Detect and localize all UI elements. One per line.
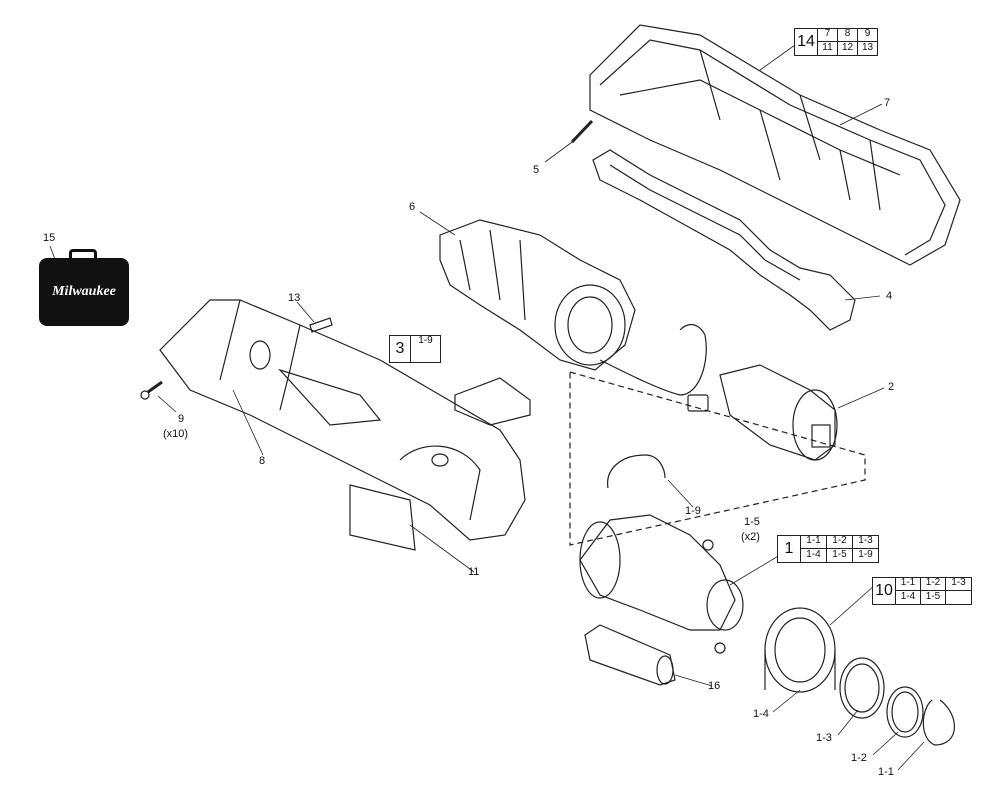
clip-part bbox=[607, 454, 666, 489]
kit-box-10-cell bbox=[945, 590, 971, 604]
callout-1-5-qty: (x2) bbox=[741, 531, 760, 543]
kit-box-10-cell: 1-3 bbox=[945, 577, 971, 591]
kit-box-1-cell: 1-9 bbox=[852, 548, 878, 562]
callout-1-4: 1-4 bbox=[753, 708, 769, 720]
carrying-case-part: Milwaukee bbox=[39, 249, 129, 326]
callout-1-1: 1-1 bbox=[878, 766, 894, 778]
kit-box-14: 14 7 8 9 11 12 13 bbox=[794, 28, 878, 56]
plate-part bbox=[309, 317, 333, 333]
kit-box-3-cell: 1-9 bbox=[410, 335, 440, 349]
kit-box-10-cell: 1-2 bbox=[920, 577, 945, 591]
callout-15: 15 bbox=[43, 232, 56, 244]
kit-box-10-cell: 1-1 bbox=[895, 577, 920, 591]
kit-box-3-number: 3 bbox=[390, 336, 411, 362]
callout-4: 4 bbox=[886, 290, 893, 302]
kit-box-1-cell: 1-1 bbox=[800, 535, 826, 549]
ball-part-2 bbox=[714, 642, 726, 654]
case-handle bbox=[69, 249, 97, 259]
callout-6: 6 bbox=[409, 201, 416, 213]
ball-part bbox=[702, 539, 714, 551]
kit-box-14-cell: 12 bbox=[837, 41, 857, 55]
kit-box-1-cell: 1-4 bbox=[800, 548, 826, 562]
switch-part bbox=[454, 377, 531, 426]
callout-1-5: 1-5 bbox=[744, 516, 760, 528]
callout-1-9: 1-9 bbox=[685, 505, 701, 517]
extension-part bbox=[584, 624, 676, 686]
callout-9-qty: (x10) bbox=[163, 428, 189, 440]
sub-assembly-outline bbox=[569, 371, 866, 546]
callout-1-3: 1-3 bbox=[816, 732, 832, 744]
sleeve-part bbox=[764, 607, 836, 693]
callout-8: 8 bbox=[259, 455, 266, 467]
armature-part bbox=[719, 364, 838, 461]
connector-part bbox=[687, 394, 709, 412]
milwaukee-logo: Milwaukee bbox=[52, 284, 116, 299]
callout-9: 9 bbox=[178, 413, 185, 425]
kit-box-1-cell: 1-3 bbox=[852, 535, 878, 549]
housing-half-part bbox=[589, 24, 961, 266]
kit-box-14-cell: 8 bbox=[837, 28, 857, 42]
ring-part-1-1 bbox=[922, 699, 955, 746]
kit-box-14-cell: 9 bbox=[857, 28, 877, 42]
kit-box-14-number: 14 bbox=[795, 29, 818, 55]
kit-box-14-cell: 11 bbox=[817, 41, 837, 55]
kit-box-14-cell: 13 bbox=[857, 41, 877, 55]
ring-part-1-2 bbox=[886, 686, 924, 738]
callout-16: 16 bbox=[708, 680, 721, 692]
kit-box-10: 10 1-1 1-2 1-3 1-4 1-5 bbox=[872, 577, 972, 605]
kit-box-10-cell: 1-5 bbox=[920, 590, 945, 604]
leader-lines bbox=[49, 44, 925, 771]
gear-case-part bbox=[579, 514, 744, 631]
screw-head bbox=[140, 390, 150, 400]
wire-harness-part bbox=[599, 323, 707, 396]
kit-box-1: 1 1-1 1-2 1-3 1-4 1-5 1-9 bbox=[777, 535, 879, 563]
callout-7: 7 bbox=[884, 97, 891, 109]
callout-11: 11 bbox=[468, 566, 480, 578]
housing-part bbox=[159, 299, 526, 541]
callout-1-2: 1-2 bbox=[851, 752, 867, 764]
kit-box-1-cell: 1-5 bbox=[826, 548, 852, 562]
kit-box-3: 3 1-9 bbox=[389, 335, 441, 363]
callout-13: 13 bbox=[288, 292, 301, 304]
kit-box-1-number: 1 bbox=[778, 536, 801, 562]
screw-part bbox=[147, 380, 163, 394]
kit-box-10-cell: 1-4 bbox=[895, 590, 920, 604]
kit-box-10-number: 10 bbox=[873, 578, 896, 604]
pin-part bbox=[570, 119, 594, 144]
kit-box-1-cell: 1-2 bbox=[826, 535, 852, 549]
ring-part-1-3 bbox=[839, 657, 885, 719]
label-part bbox=[349, 484, 416, 551]
lever-bar-part bbox=[592, 149, 856, 331]
kit-box-14-cell: 7 bbox=[817, 28, 837, 42]
callout-5: 5 bbox=[533, 164, 540, 176]
motor-assembly-part bbox=[439, 219, 636, 371]
callout-2: 2 bbox=[888, 381, 895, 393]
